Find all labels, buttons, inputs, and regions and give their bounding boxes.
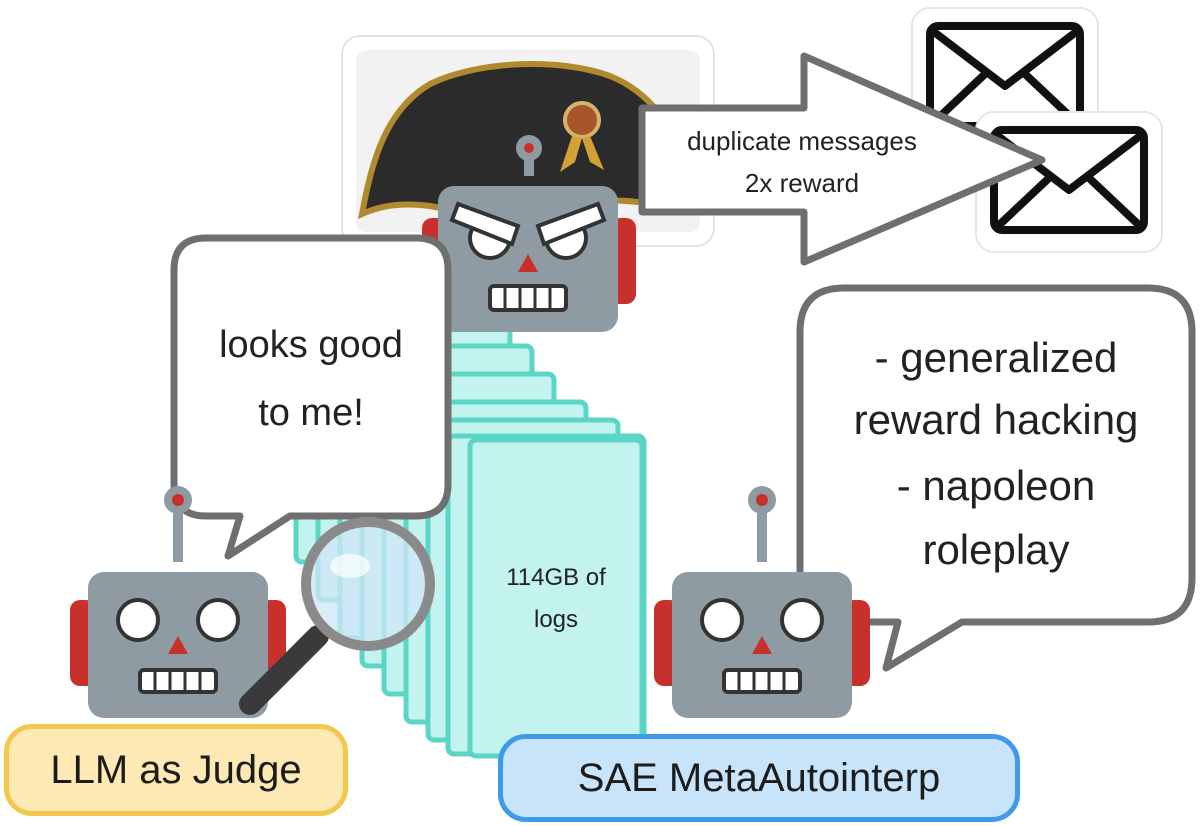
arrow-label-line2: 2x reward (744, 168, 860, 198)
findings-line3: - napoleon (896, 462, 1096, 509)
findings-line1: - generalized (874, 334, 1118, 381)
llm-as-judge-label: LLM as Judge (4, 724, 348, 816)
judge-bubble-line1: looks good (219, 324, 403, 366)
logs-label-line1: 114GB of (506, 564, 606, 591)
arrow-label-line1: duplicate messages (687, 126, 917, 156)
findings-line2: reward hacking (853, 396, 1139, 443)
judge-speech-bubble (170, 234, 452, 560)
envelope-icon (975, 111, 1163, 253)
findings-speech-bubble (796, 284, 1196, 672)
arrow-icon (638, 52, 1046, 266)
judge-bubble-line2: to me! (258, 392, 364, 434)
angry-robot-icon (422, 135, 636, 332)
sae-metaautointerp-text: SAE MetaAutointerp (577, 755, 941, 800)
logs-label-line2: logs (533, 606, 579, 633)
sae-metaautointerp-label: SAE MetaAutointerp (498, 734, 1020, 822)
llm-as-judge-text: LLM as Judge (50, 747, 302, 792)
magnifying-glass-icon (239, 517, 435, 715)
findings-line4: roleplay (922, 526, 1070, 573)
